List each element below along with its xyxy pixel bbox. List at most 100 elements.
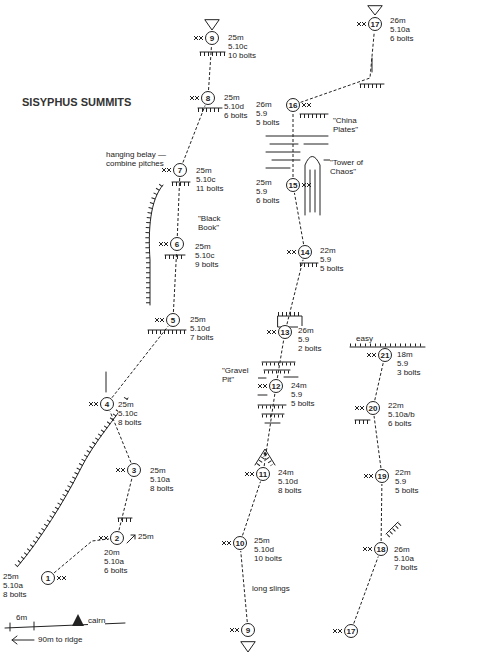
pitch-number-text: 7: [178, 166, 182, 175]
pitch-info: 5.10c: [118, 409, 138, 418]
bolt-mark: [62, 576, 66, 580]
route-line: [209, 46, 212, 90]
pitch-number: 8: [201, 91, 215, 105]
pitch-info: 5.10d: [224, 102, 244, 111]
bolt-mark: [245, 472, 249, 476]
route-note: 25m: [138, 532, 154, 541]
pitch-number-text: 3: [132, 466, 136, 475]
ledge: [106, 52, 225, 518]
bolt-mark: [194, 36, 198, 40]
pitch-info: 5.10a: [390, 25, 410, 34]
pitch-info: 5.9: [395, 477, 406, 486]
route-line: [173, 252, 176, 312]
roof: [255, 449, 275, 465]
pitch-info: 25m: [256, 178, 272, 187]
pitch-info: 8 bolts: [118, 418, 142, 427]
pitch-info: 5.10a: [104, 557, 124, 566]
pitch-number-text: 19: [378, 472, 387, 481]
top-ledge-hatch: [350, 344, 425, 347]
pitch-info: 18m: [397, 350, 413, 359]
pitch-info: 6 bolts: [388, 419, 412, 428]
pitch-number: 12: [269, 379, 283, 393]
pitch-number: 3: [127, 463, 141, 477]
bolt-mark: [121, 468, 125, 472]
pitch-info: 7 bolts: [190, 333, 214, 342]
pitch-number-text: 1: [46, 574, 50, 583]
pitch-info: 25m: [118, 400, 134, 409]
belay-bolts: [57, 22, 376, 633]
route-line: [374, 416, 381, 468]
bolt-mark: [302, 183, 306, 187]
bolt-mark: [89, 402, 93, 406]
bolt-mark: [162, 168, 166, 172]
bolt-mark: [258, 384, 262, 388]
dimension-ticks: [10, 622, 34, 631]
pitch-number-text: 9: [246, 626, 250, 635]
pitch-info: 25m: [190, 315, 206, 324]
bolt-mark: [367, 353, 371, 357]
bolt-mark: [159, 242, 163, 246]
pitch-info: 2 bolts: [298, 344, 322, 353]
pitch-number: 17: [344, 624, 358, 638]
pitch-number: 17: [368, 17, 382, 31]
bolt-mark: [230, 628, 234, 632]
pitch-info: 5.9: [256, 109, 267, 118]
bolt-mark: [357, 22, 361, 26]
corner: [18, 398, 128, 566]
pitch-number-text: 17: [371, 20, 380, 29]
bolt-mark: [57, 576, 61, 580]
pitch-info: 5 bolts: [395, 486, 419, 495]
cairn-symbol: [72, 614, 84, 626]
pitch-number-text: 18: [377, 545, 386, 554]
ledge-hatch: [355, 420, 370, 424]
pitch-info: 26m: [256, 100, 272, 109]
pitch-number-text: 5: [171, 316, 175, 325]
pitch-number: 10: [233, 536, 247, 550]
route-note: "China Plates": [333, 116, 375, 134]
pitch-info: 5.9: [397, 359, 408, 368]
pitch-number: 6: [170, 237, 184, 251]
pitch-number: 15: [286, 178, 300, 192]
pitch-info: 10 bolts: [228, 51, 256, 60]
bolt-mark: [195, 96, 199, 100]
route-line: [119, 478, 132, 530]
pitch-info: 5.10d: [254, 545, 274, 554]
pitch-info: 6 bolts: [256, 196, 280, 205]
pitch-number-text: 14: [301, 248, 310, 257]
gravel-hatch: [258, 364, 295, 416]
bolt-mark: [155, 318, 159, 322]
route-note: 6m: [16, 613, 27, 622]
pitch-number: 21: [378, 348, 392, 362]
pitch-info: 3 bolts: [397, 368, 421, 377]
bolt-mark: [263, 384, 267, 388]
pitch-number-text: 12: [272, 382, 281, 391]
pitch-number-text: 13: [281, 328, 290, 337]
bolt-mark: [250, 472, 254, 476]
route-note: cairn: [88, 616, 105, 625]
bolt-mark: [368, 547, 372, 551]
bolt-mark: [362, 22, 366, 26]
bolt-mark: [227, 541, 231, 545]
pitch-info: 8 bolts: [278, 486, 302, 495]
route-note: hanging belay — combine pitches: [106, 150, 170, 168]
route-line: [177, 178, 179, 236]
pitch-info: 25m: [3, 572, 19, 581]
pitch-info: 5.9: [320, 255, 331, 264]
pitch-number: 11: [256, 467, 270, 481]
bolt-mark: [372, 353, 376, 357]
pitch-number: 14: [298, 245, 312, 259]
pitch-info: 5.10a: [3, 581, 23, 590]
route-line: [294, 193, 303, 244]
bolt-mark: [369, 474, 373, 478]
route-line: [243, 482, 261, 536]
pitch-info: 26m: [394, 545, 410, 554]
pitch-number-text: 4: [105, 400, 109, 409]
route-line: [375, 363, 383, 400]
bolt-mark: [164, 242, 168, 246]
pitch-number-text: 2: [115, 534, 119, 543]
route-line: [54, 539, 109, 573]
bolt-mark: [363, 547, 367, 551]
pitch-number-text: 11: [259, 470, 267, 479]
pitch-info: 26m: [390, 16, 406, 25]
pitch-info: 6 bolts: [104, 566, 128, 575]
